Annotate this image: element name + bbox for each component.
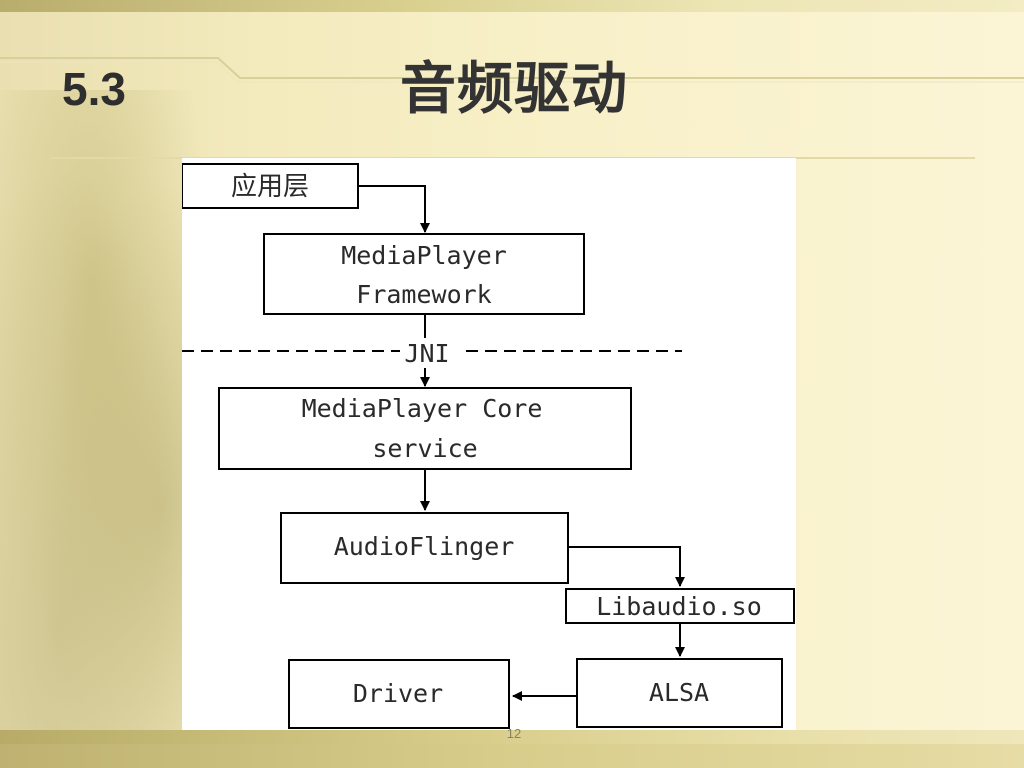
- alsa-box: [576, 658, 783, 728]
- driver-box: [288, 659, 510, 729]
- bottom-decorative-band-lower: [0, 744, 1024, 768]
- bottom-decorative-band: [0, 730, 1024, 744]
- mediaplayer-core-label-line2: service: [372, 434, 477, 463]
- arrow-app-to-framework: [358, 185, 430, 233]
- mediaplayer-framework-label-line2: Framework: [356, 280, 491, 309]
- mediaplayer-framework-label-line1: MediaPlayer: [341, 241, 507, 270]
- diagram-panel: 应用层 MediaPlayer Framework JNI MediaPlaye…: [182, 158, 796, 732]
- app-layer-label: 应用层: [231, 172, 309, 202]
- alsa-label: ALSA: [649, 678, 709, 707]
- top-decorative-band: [0, 0, 1024, 12]
- driver-label: Driver: [353, 679, 443, 708]
- page-number: 12: [506, 726, 522, 741]
- jni-label: JNI: [404, 339, 449, 368]
- arrow-audioflinger-to-libaudio: [568, 546, 685, 587]
- libaudio-label: Libaudio.so: [596, 592, 762, 621]
- slide-title: 音频驱动: [400, 57, 628, 122]
- audio-driver-flow-diagram: 应用层 MediaPlayer Framework JNI MediaPlaye…: [182, 163, 795, 729]
- audioflinger-label: AudioFlinger: [334, 532, 515, 561]
- section-number: 5.3: [62, 63, 126, 115]
- mediaplayer-core-label-line1: MediaPlayer Core: [302, 394, 543, 423]
